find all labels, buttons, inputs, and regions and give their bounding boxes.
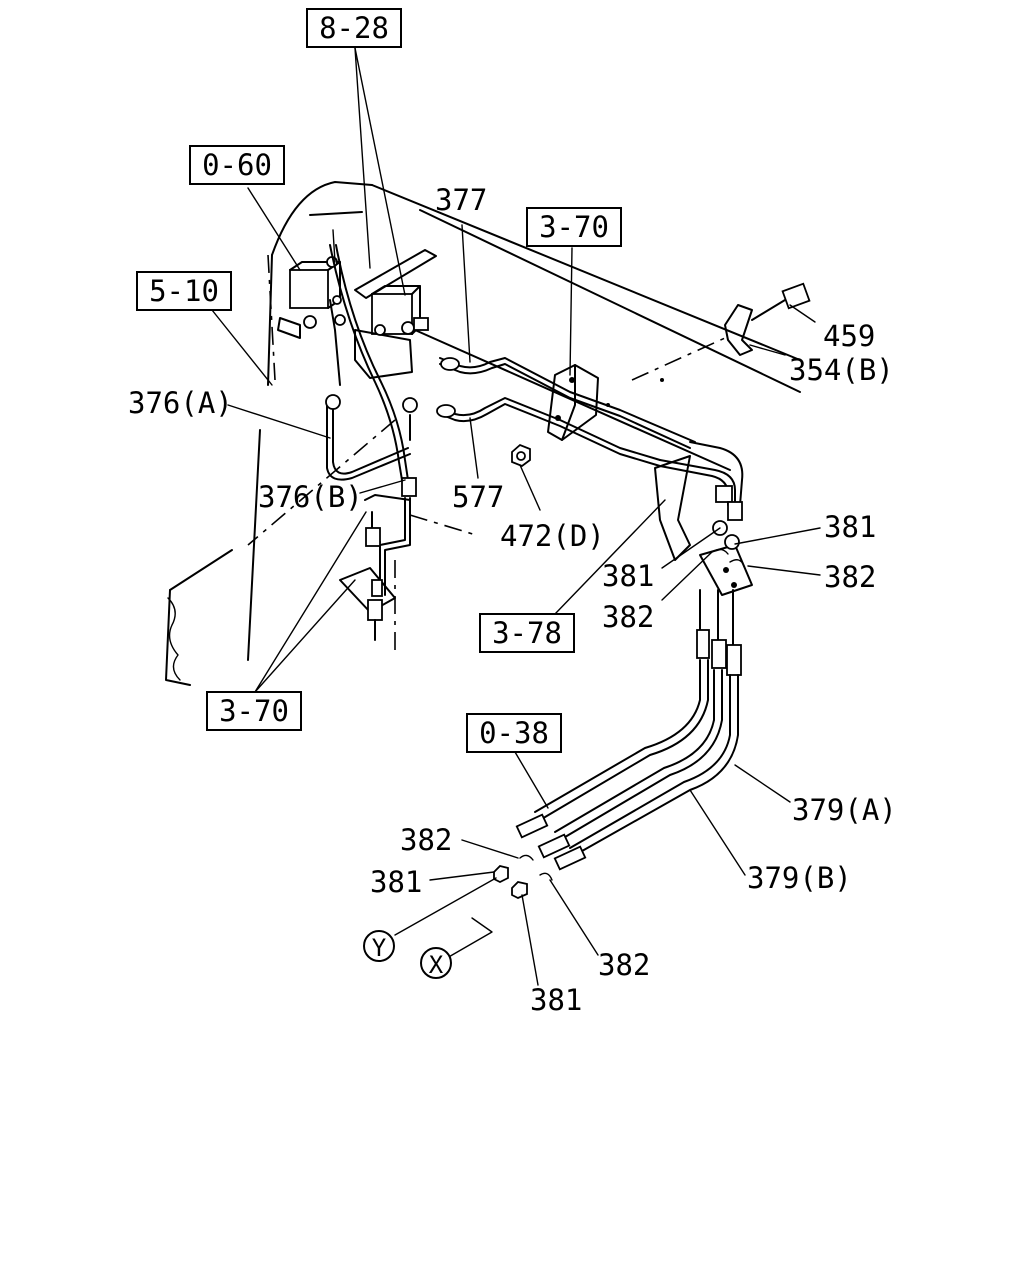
part-label-381-mid: 381 [602,559,654,593]
part-label-376a: 376(A) [128,386,233,420]
ref-box-5-10[interactable]: 5-10 [136,271,232,311]
ref-label-0-60: 0-60 [202,148,272,182]
part-label-382-right: 382 [824,560,876,594]
ref-label-3-70-bottom: 3-70 [219,694,289,728]
pipes [325,244,744,650]
part-label-382-low-right: 382 [598,948,650,982]
connector-x[interactable]: X [420,947,452,979]
ref-label-5-10: 5-10 [149,274,219,308]
ref-box-0-60[interactable]: 0-60 [189,145,285,185]
part-label-377: 377 [435,183,487,217]
part-label-459: 459 [823,319,875,353]
connector-y[interactable]: Y [363,930,395,962]
part-label-379b: 379(B) [747,861,852,895]
chassis-frame [165,181,801,686]
ref-box-0-38[interactable]: 0-38 [466,713,562,753]
part-label-472d: 472(D) [500,519,605,553]
part-label-376b: 376(B) [258,480,363,514]
ref-label-3-78: 3-78 [492,616,562,650]
part-label-381-low-bottom: 381 [530,983,582,1017]
ref-box-3-78[interactable]: 3-78 [479,613,575,653]
ref-box-3-70-bottom[interactable]: 3-70 [206,691,302,731]
part-label-382-mid: 382 [602,600,654,634]
ref-box-3-70-top[interactable]: 3-70 [526,207,622,247]
ref-box-8-28[interactable]: 8-28 [306,8,402,48]
ref-label-3-70-top: 3-70 [539,210,609,244]
part-label-354b: 354(B) [789,353,894,387]
brackets [511,282,811,596]
part-label-379a: 379(A) [792,793,897,827]
part-label-381-low-left: 381 [370,865,422,899]
part-label-382-low-left: 382 [400,823,452,857]
leader-lines [211,47,821,986]
part-label-381-right: 381 [824,510,876,544]
connector-x-label: X [429,951,444,979]
ref-label-0-38: 0-38 [479,716,549,750]
hoses [439,520,745,963]
part-label-577: 577 [452,480,504,514]
ref-label-8-28: 8-28 [319,11,389,45]
valve-assembly [277,229,437,379]
connector-y-label: Y [372,934,387,962]
